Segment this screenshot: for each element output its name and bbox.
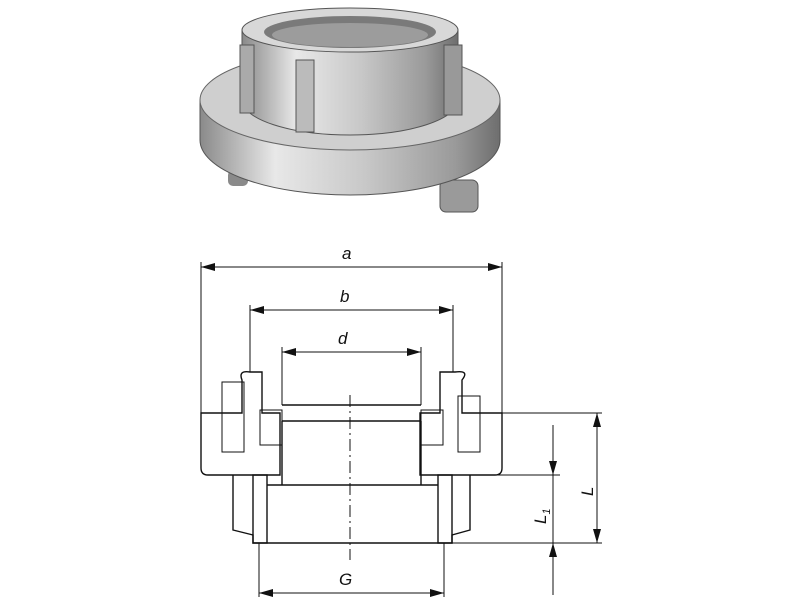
label-L: L bbox=[578, 487, 597, 496]
label-d: d bbox=[338, 329, 348, 348]
label-b: b bbox=[340, 287, 349, 306]
section-drawing: a b d G L L1 bbox=[200, 244, 602, 597]
label-a: a bbox=[342, 244, 351, 263]
label-L1: L1 bbox=[531, 508, 553, 524]
label-G: G bbox=[339, 570, 352, 589]
product-photo bbox=[199, 7, 501, 213]
